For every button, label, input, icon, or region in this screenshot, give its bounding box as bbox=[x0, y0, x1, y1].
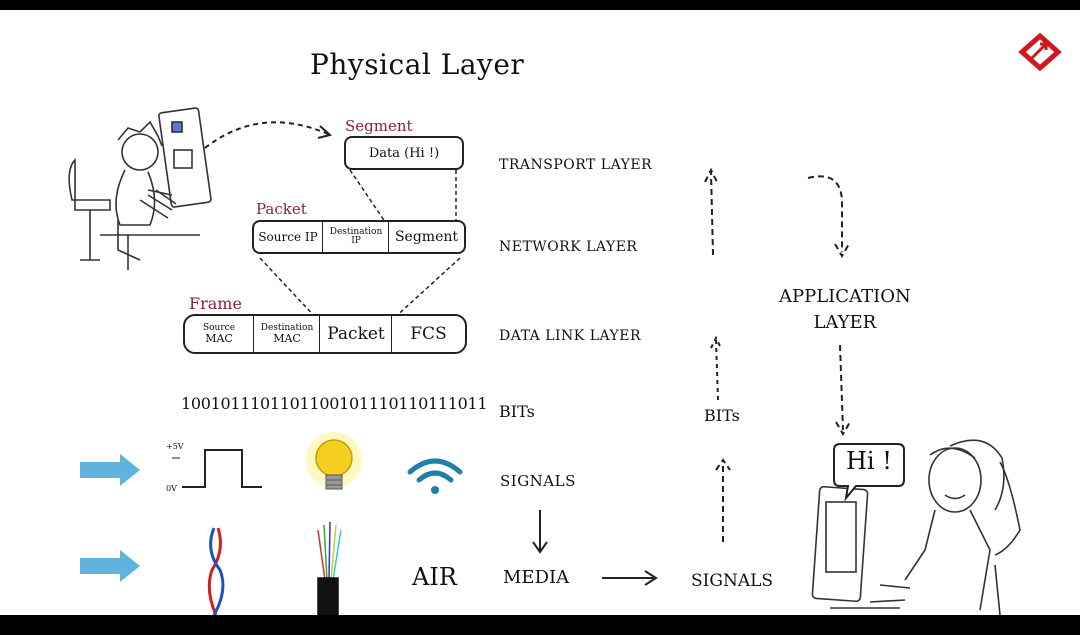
frame-box: Source MAC Destination MAC Packet FCS bbox=[183, 314, 467, 354]
right-signals-label: SIGNALS bbox=[691, 571, 774, 591]
destination-mac-line2: MAC bbox=[273, 332, 301, 345]
frame-destination-mac-cell: Destination MAC bbox=[253, 316, 320, 352]
frame-fcs-cell: FCS bbox=[391, 316, 465, 352]
speech-bubble bbox=[833, 443, 905, 502]
copper-cable-icon bbox=[207, 527, 225, 615]
transport-layer-label: TRANSPORT LAYER bbox=[499, 157, 653, 173]
destination-ip-line2: IP bbox=[351, 236, 361, 246]
receiver-user-illustration bbox=[811, 439, 1021, 615]
media-label: MEDIA bbox=[503, 567, 570, 588]
application-layer-line1: APPLICATION bbox=[779, 286, 911, 307]
segment-label: Segment bbox=[345, 117, 413, 135]
network-layer-label: NETWORK LAYER bbox=[499, 239, 638, 255]
speech-bubble-text: Hi ! bbox=[846, 447, 892, 475]
segment-box: Data (Hi !) bbox=[344, 136, 464, 170]
frame-packet-cell: Packet bbox=[319, 316, 392, 352]
application-layer-line2: LAYER bbox=[813, 312, 877, 333]
bits-label: BITs bbox=[499, 402, 535, 421]
computer-user-illustration bbox=[68, 107, 212, 270]
application-layer-label: APPLICATION LAYER bbox=[779, 284, 911, 336]
diagram-slide: Physical Layer bbox=[0, 10, 1080, 615]
packet-label: Packet bbox=[256, 200, 307, 218]
packet-box: Source IP Destination IP Segment bbox=[252, 220, 466, 254]
page-title: Physical Layer bbox=[310, 48, 525, 81]
decorations-svg bbox=[68, 32, 1062, 615]
signals-label: SIGNALS bbox=[500, 472, 576, 490]
frame-source-mac-cell: Source MAC bbox=[185, 316, 253, 352]
frame-label: Frame bbox=[189, 294, 242, 313]
brand-logo-icon bbox=[1018, 32, 1062, 72]
packet-segment-cell: Segment bbox=[388, 222, 464, 252]
right-bits-label: BITs bbox=[704, 406, 740, 425]
destination-mac-line1: Destination bbox=[260, 323, 314, 333]
packet-destination-ip-cell: Destination IP bbox=[322, 222, 389, 252]
bit-stream: 1001011101101100101110110111011 bbox=[181, 394, 488, 413]
segment-data-cell: Data (Hi !) bbox=[368, 145, 440, 161]
digital-signal-icon bbox=[172, 449, 262, 488]
air-label: AIR bbox=[412, 563, 457, 591]
packet-source-ip-cell: Source IP bbox=[258, 230, 318, 244]
source-mac-line2: MAC bbox=[205, 332, 233, 345]
source-mac-line1: Source bbox=[202, 323, 236, 333]
media-arrow-icon bbox=[80, 550, 140, 582]
voltage-low-label: 0V bbox=[166, 484, 177, 493]
wifi-icon bbox=[407, 458, 463, 494]
light-bulb-icon bbox=[306, 432, 362, 490]
voltage-high-label: +5V bbox=[166, 442, 184, 451]
destination-ip-line1: Destination bbox=[329, 227, 383, 237]
flow-arrow-to-segment bbox=[204, 121, 329, 149]
fiber-optic-cable-icon bbox=[317, 521, 342, 615]
data-link-layer-label: DATA LINK LAYER bbox=[499, 328, 642, 344]
signals-arrow-icon bbox=[80, 454, 140, 486]
